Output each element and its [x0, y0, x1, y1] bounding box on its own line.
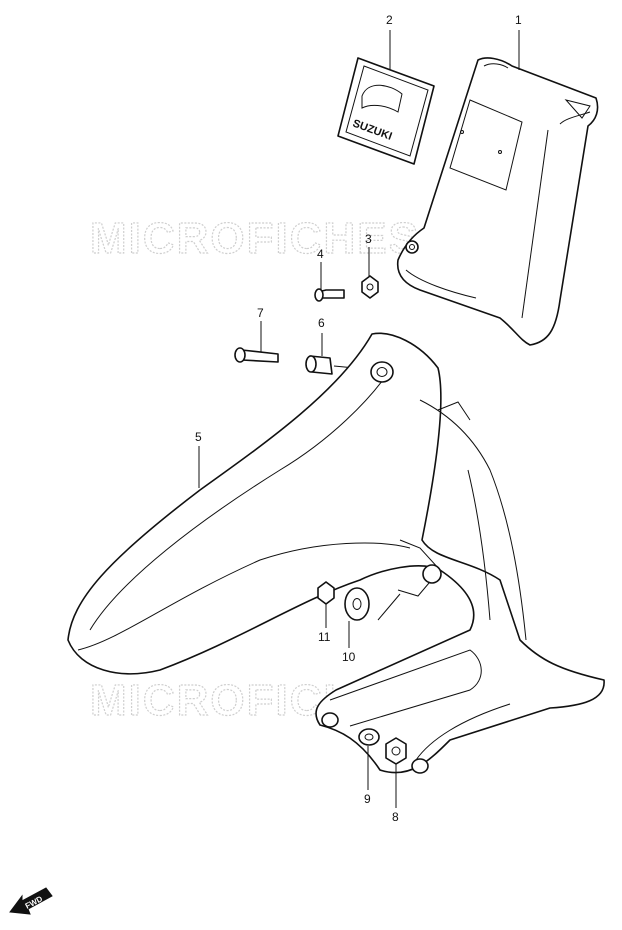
part-2-emblem: SUZUKI: [337, 57, 435, 165]
callout-labels: 1 2 3 4 5 6 7 8 9 10 11: [195, 13, 522, 824]
callout-3: 3: [365, 232, 372, 246]
callout-2: 2: [386, 13, 393, 27]
part-5-front-fender: [67, 332, 605, 774]
callout-9: 9: [364, 792, 371, 806]
callout-1: 1: [515, 13, 522, 27]
part-1-cover-panel: [396, 57, 599, 346]
part-11-nut: [317, 581, 335, 605]
callout-7: 7: [257, 306, 264, 320]
part-8-nut: [385, 737, 407, 765]
part-6-spacer: [305, 355, 377, 375]
callout-11: 11: [318, 630, 331, 644]
part-10-washer: [344, 587, 370, 621]
part-3-nut: [361, 275, 379, 299]
fwd-arrow-icon: FWD: [9, 887, 53, 915]
callout-8: 8: [392, 810, 399, 824]
callout-leaders: [198, 30, 520, 808]
callout-4: 4: [317, 247, 324, 261]
callout-5: 5: [195, 430, 202, 444]
callout-6: 6: [318, 316, 325, 330]
callout-10: 10: [342, 650, 356, 664]
part-7-long-bolt: [234, 347, 279, 363]
part-9-washer: [358, 728, 380, 746]
part-4-bolt: [314, 288, 345, 302]
